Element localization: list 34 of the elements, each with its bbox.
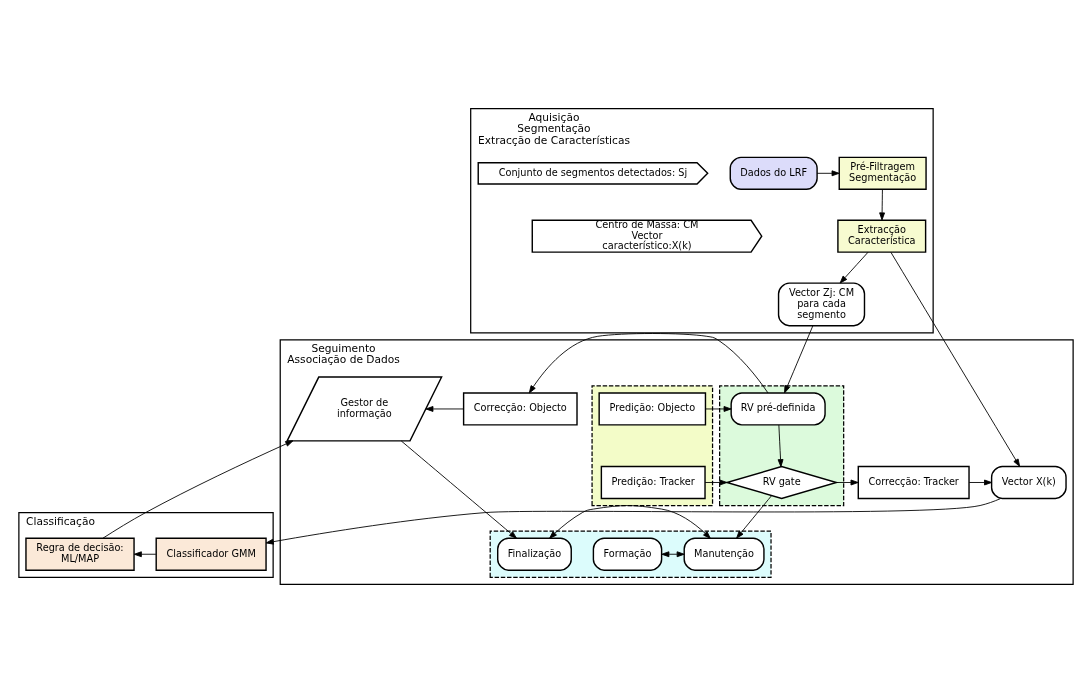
arrow: [704, 479, 728, 486]
arrow: [777, 424, 784, 468]
arrow: [784, 325, 814, 394]
arrow: [549, 505, 711, 539]
arrow: [400, 440, 517, 539]
node-box: Dados do LRF: [729, 156, 818, 190]
node-box: Correcção: Tracker: [857, 465, 970, 500]
arrow: [839, 251, 869, 284]
node-box: Regra de decisão: ML/MAP: [25, 537, 135, 571]
node-box: Vector X(k): [990, 465, 1067, 500]
node-box: Pré-Filtragem Segmentação: [838, 156, 927, 190]
cluster: [591, 385, 714, 507]
arrow: [835, 479, 859, 486]
arrow: [102, 440, 294, 539]
arrow: [879, 188, 885, 221]
arrow: [425, 406, 464, 412]
arrow: [265, 498, 1002, 545]
arrow: [705, 406, 732, 412]
node-box: Classificador GMM: [155, 537, 267, 571]
arrow: [968, 479, 992, 486]
node-box: RV pré-definida: [730, 392, 826, 426]
node-box: Correcção: Objecto: [462, 392, 578, 426]
node-box: Extracção Característica: [837, 219, 927, 253]
arrow: [133, 551, 157, 558]
node-box: Formação: [592, 537, 663, 571]
arrow: [528, 333, 769, 394]
arrow: [890, 251, 1021, 467]
arrow: [736, 495, 773, 539]
arrow: [816, 170, 840, 177]
node-box: Predição: Tracker: [600, 465, 706, 500]
node-box: Finalização: [497, 537, 572, 571]
node-box: Predição: Objecto: [598, 392, 707, 426]
node-box: Vector Zj: CM para cada segmento: [777, 282, 866, 327]
node-box: Manutenção: [683, 537, 765, 571]
